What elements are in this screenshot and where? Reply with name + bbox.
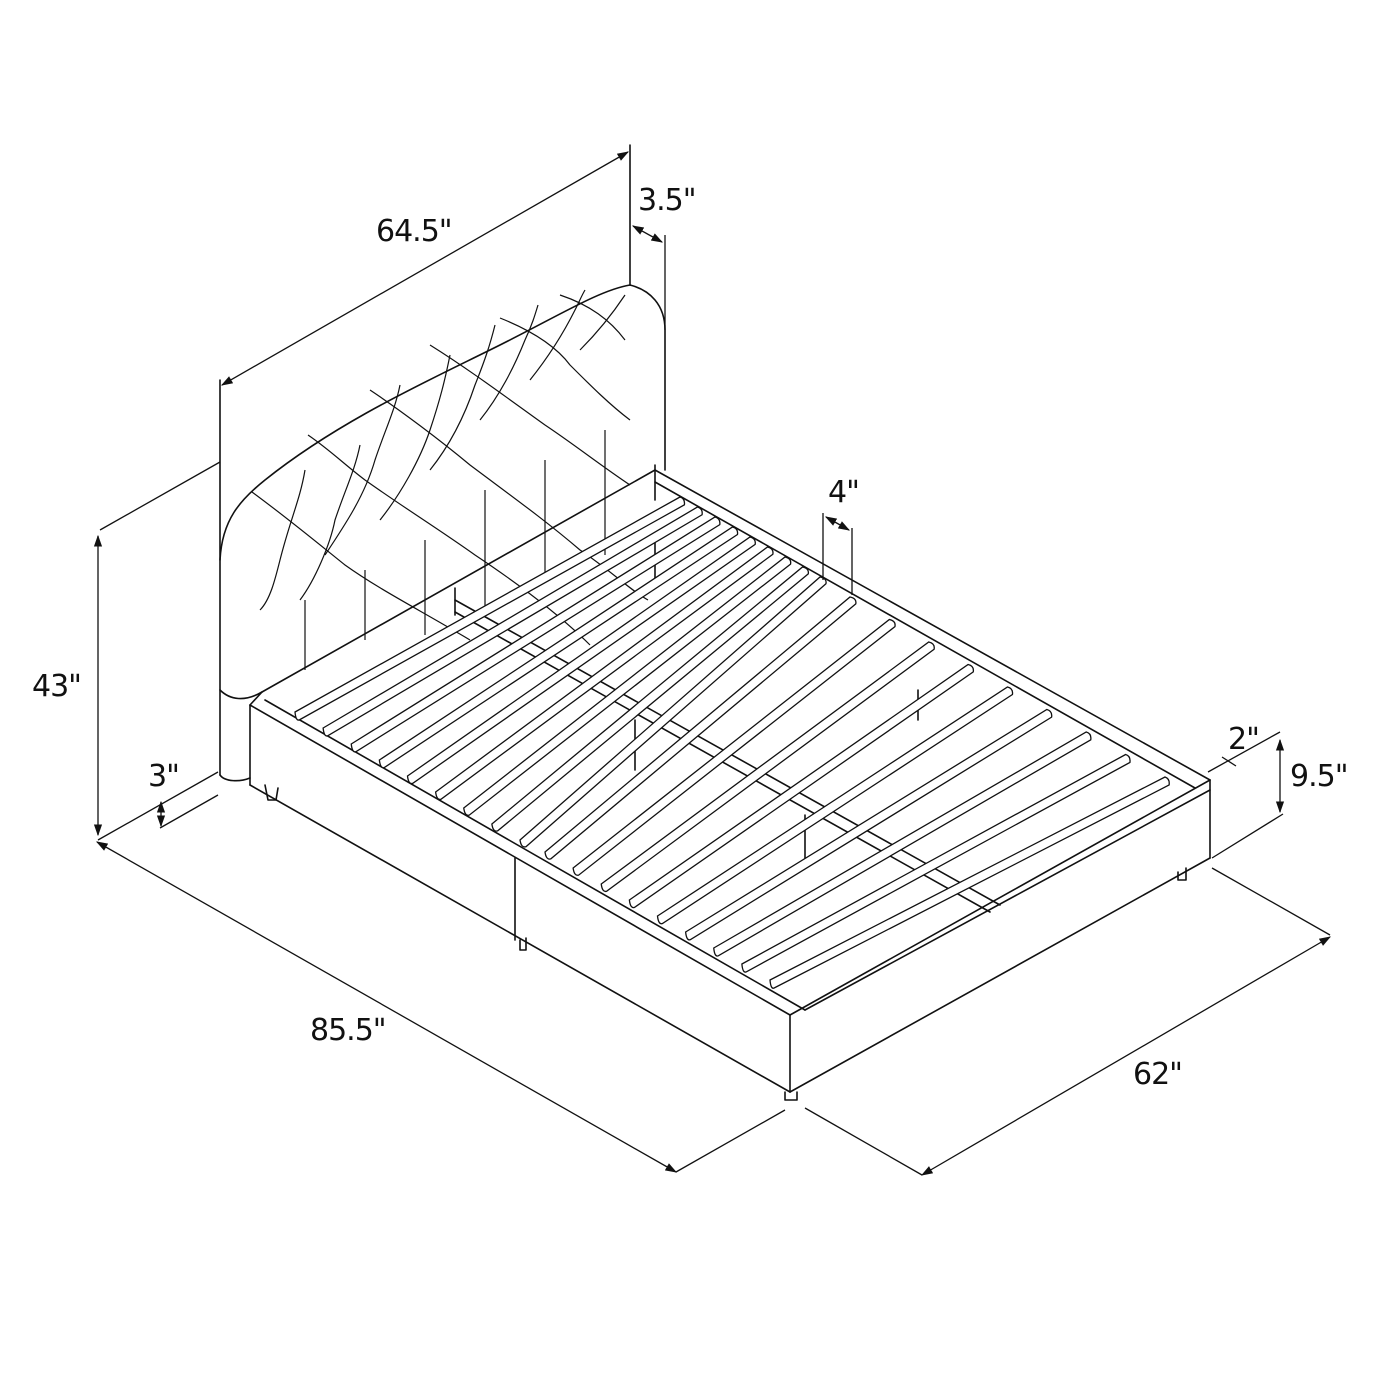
- dimension-overall-length: 85.5": [310, 1013, 387, 1048]
- dimension-lines: [93, 151, 1332, 1176]
- dimension-headboard-width: 64.5": [376, 214, 453, 249]
- dimension-overall-height: 43": [32, 669, 82, 704]
- dimension-headboard-depth: 3.5": [638, 183, 697, 218]
- dimension-slat-spacing: 4": [828, 475, 860, 510]
- dimension-overall-width: 62": [1133, 1057, 1183, 1092]
- dimension-frame-height: 9.5": [1290, 759, 1349, 794]
- dimension-ground-clearance: 3": [148, 759, 180, 794]
- slats: [294, 496, 1170, 989]
- dimension-rail-thickness: 2": [1228, 722, 1260, 757]
